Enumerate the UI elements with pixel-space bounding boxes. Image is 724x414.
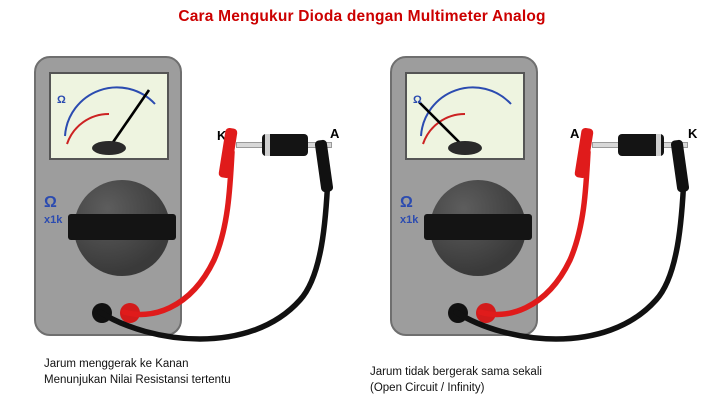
page-title: Cara Mengukur Dioda dengan Multimeter An… [178, 8, 546, 25]
range-symbol-right: Ω [400, 194, 413, 211]
meter-scale-right [418, 86, 512, 155]
caption-right-line1: Jarum tidak bergerak sama sekali [370, 366, 542, 378]
caption-left-line1: Jarum menggerak ke Kanan [44, 358, 189, 370]
meter-screen-left: Ω [49, 72, 169, 160]
diode-left [236, 134, 332, 156]
diode-label-a-right: A [570, 126, 580, 141]
multimeter-right: Ω Ω x1k [390, 56, 538, 336]
jack-black-left[interactable] [92, 303, 112, 323]
diode-body-right [618, 134, 664, 156]
jack-black-right[interactable] [448, 303, 468, 323]
diode-label-k-right: K [688, 126, 698, 141]
multimeter-left: Ω Ω x1k [34, 56, 182, 336]
diode-label-a-left: A [330, 126, 340, 141]
diode-right [592, 134, 688, 156]
caption-right-line2: (Open Circuit / Infinity) [370, 382, 485, 394]
ohm-scale-symbol-left: Ω [57, 94, 66, 106]
knob-pointer-right [424, 214, 532, 240]
jack-red-right[interactable] [476, 303, 496, 323]
diode-label-k-left: K [217, 128, 227, 143]
caption-right: Jarum tidak bergerak sama sekali (Open C… [370, 364, 690, 396]
knob-pointer-left [68, 214, 176, 240]
range-symbol-left: Ω [44, 194, 57, 211]
range-knob-left[interactable] [68, 180, 176, 276]
diode-band-left [265, 134, 270, 156]
range-label-left: x1k [44, 214, 63, 226]
range-label-right: x1k [400, 214, 419, 226]
jack-red-left[interactable] [120, 303, 140, 323]
caption-left-line2: Menunjukan Nilai Resistansi tertentu [44, 374, 231, 386]
diode-body-left [262, 134, 308, 156]
range-knob-right[interactable] [424, 180, 532, 276]
ohm-scale-symbol-right: Ω [413, 94, 422, 106]
meter-scale-left [64, 86, 156, 155]
diode-band-right [656, 134, 661, 156]
meter-screen-right: Ω [405, 72, 525, 160]
caption-left: Jarum menggerak ke Kanan Menunjukan Nila… [44, 356, 344, 388]
